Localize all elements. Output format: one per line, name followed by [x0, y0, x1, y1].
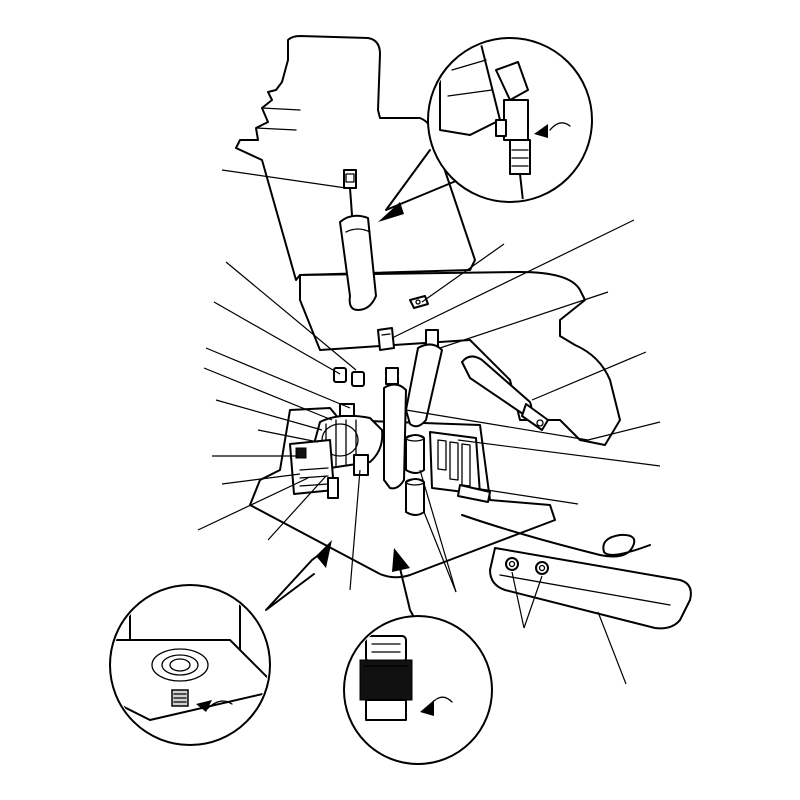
- tilt-actuator: [461, 355, 549, 431]
- capacitor-upper: [405, 434, 425, 474]
- armrest: [489, 547, 692, 630]
- armrest-fastener-right: [535, 561, 549, 575]
- lift-actuator: [383, 367, 407, 490]
- armrest-fastener-left: [505, 557, 519, 571]
- filter-detail-callout: [343, 548, 493, 765]
- seat-actuator: [405, 329, 443, 428]
- backrest: [235, 35, 476, 281]
- power-cord: [461, 514, 651, 558]
- switch-bracket-upper: [409, 295, 429, 309]
- leader-lines-left: [197, 169, 361, 591]
- fitting-detail-callout: [378, 37, 593, 222]
- connector-pair: [333, 367, 365, 387]
- switch-bracket-lower: [377, 327, 395, 351]
- back-actuator: [339, 169, 377, 311]
- leader-lines-right: [391, 219, 661, 685]
- relay-board: [429, 431, 491, 503]
- capacitor-lower: [405, 478, 425, 516]
- base-bearing-detail-callout: [109, 540, 332, 746]
